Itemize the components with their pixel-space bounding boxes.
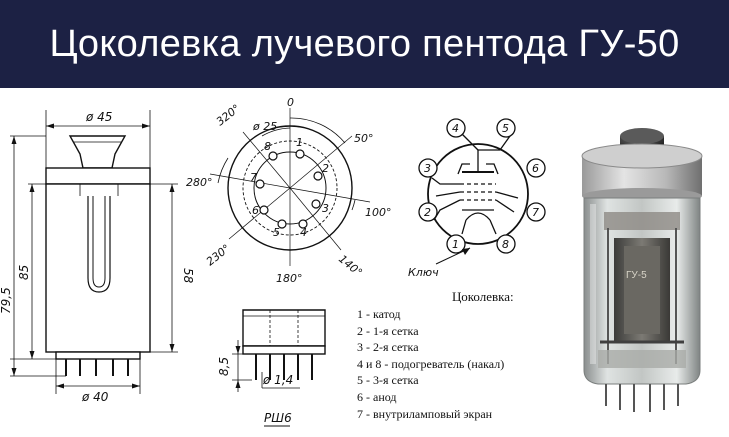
sch-pin-5: 5 xyxy=(502,122,509,135)
legend-item: 7 - внутриламповый экран xyxy=(357,406,493,421)
sch-pin-1: 1 xyxy=(452,238,459,251)
base-bottom-view xyxy=(209,108,371,266)
page-title: Цоколевка лучевого пентода ГУ-50 xyxy=(49,22,680,65)
socket-height: 8,5 xyxy=(217,357,231,376)
key-label: Ключ xyxy=(408,266,439,279)
sch-pin-7: 7 xyxy=(532,206,539,219)
tube-side-view xyxy=(10,110,178,394)
pinout-legend: Цоколевка: 1 - катод 2 - 1-я сетка 3 - 2… xyxy=(357,289,587,422)
sch-pin-2: 2 xyxy=(424,206,431,219)
legend-item: 2 - 1-я сетка xyxy=(357,323,419,338)
title-banner: Цоколевка лучевого пентода ГУ-50 xyxy=(0,0,729,88)
base-pin-4: 4 xyxy=(300,226,307,239)
base-pin-3: 3 xyxy=(322,202,329,215)
base-pin-1: 1 xyxy=(296,136,303,149)
angle-0: 0 xyxy=(287,96,294,109)
angle-230: 230° xyxy=(204,242,233,269)
sch-pin-6: 6 xyxy=(532,162,539,175)
base-pin-5: 5 xyxy=(273,226,280,239)
legend-item: 6 - анод xyxy=(357,389,397,404)
base-pin-7: 7 xyxy=(250,171,257,184)
sch-pin-4: 4 xyxy=(452,122,459,135)
sch-pin-3: 3 xyxy=(424,162,431,175)
socket-drawing xyxy=(232,309,326,427)
tube-photo xyxy=(581,128,703,412)
pentode-schematic xyxy=(418,118,546,265)
angle-100: 100° xyxy=(365,206,392,219)
angle-180: 180° xyxy=(276,272,303,285)
drawings-canvas: ø 45 ø 40 58 79,5 85 0 320° 50° 280° 100… xyxy=(0,96,703,427)
legend-item: 3 - 2-я сетка xyxy=(357,340,419,355)
angle-140: 140° xyxy=(336,252,365,279)
tube-marking: ГУ-5 xyxy=(626,270,647,281)
dim-top-label: ø 45 xyxy=(85,110,112,124)
base-pin-8: 8 xyxy=(264,140,271,153)
base-diameter: ø 25 xyxy=(252,120,277,133)
angle-280: 280° xyxy=(186,176,213,189)
legend-item: 5 - 3-я сетка xyxy=(357,373,419,388)
base-pin-6: 6 xyxy=(252,204,259,217)
socket-name: РШ6 xyxy=(264,411,292,425)
dim-bottom-label: ø 40 xyxy=(81,390,109,404)
base-pin-2: 2 xyxy=(322,162,329,175)
angle-50: 50° xyxy=(354,132,374,145)
socket-pin-diameter: ø 1,4 xyxy=(262,373,293,387)
legend-title: Цоколевка: xyxy=(452,289,514,304)
legend-item: 1 - катод xyxy=(357,307,401,321)
dim-left-inner-label: 85 xyxy=(17,265,31,280)
dim-right-label: 58 xyxy=(181,268,195,284)
sch-pin-8: 8 xyxy=(502,238,509,251)
legend-item: 4 и 8 - подогреватель (накал) xyxy=(357,356,505,371)
dim-left-outer-label: 79,5 xyxy=(0,287,13,314)
angle-320: 320° xyxy=(214,102,243,129)
